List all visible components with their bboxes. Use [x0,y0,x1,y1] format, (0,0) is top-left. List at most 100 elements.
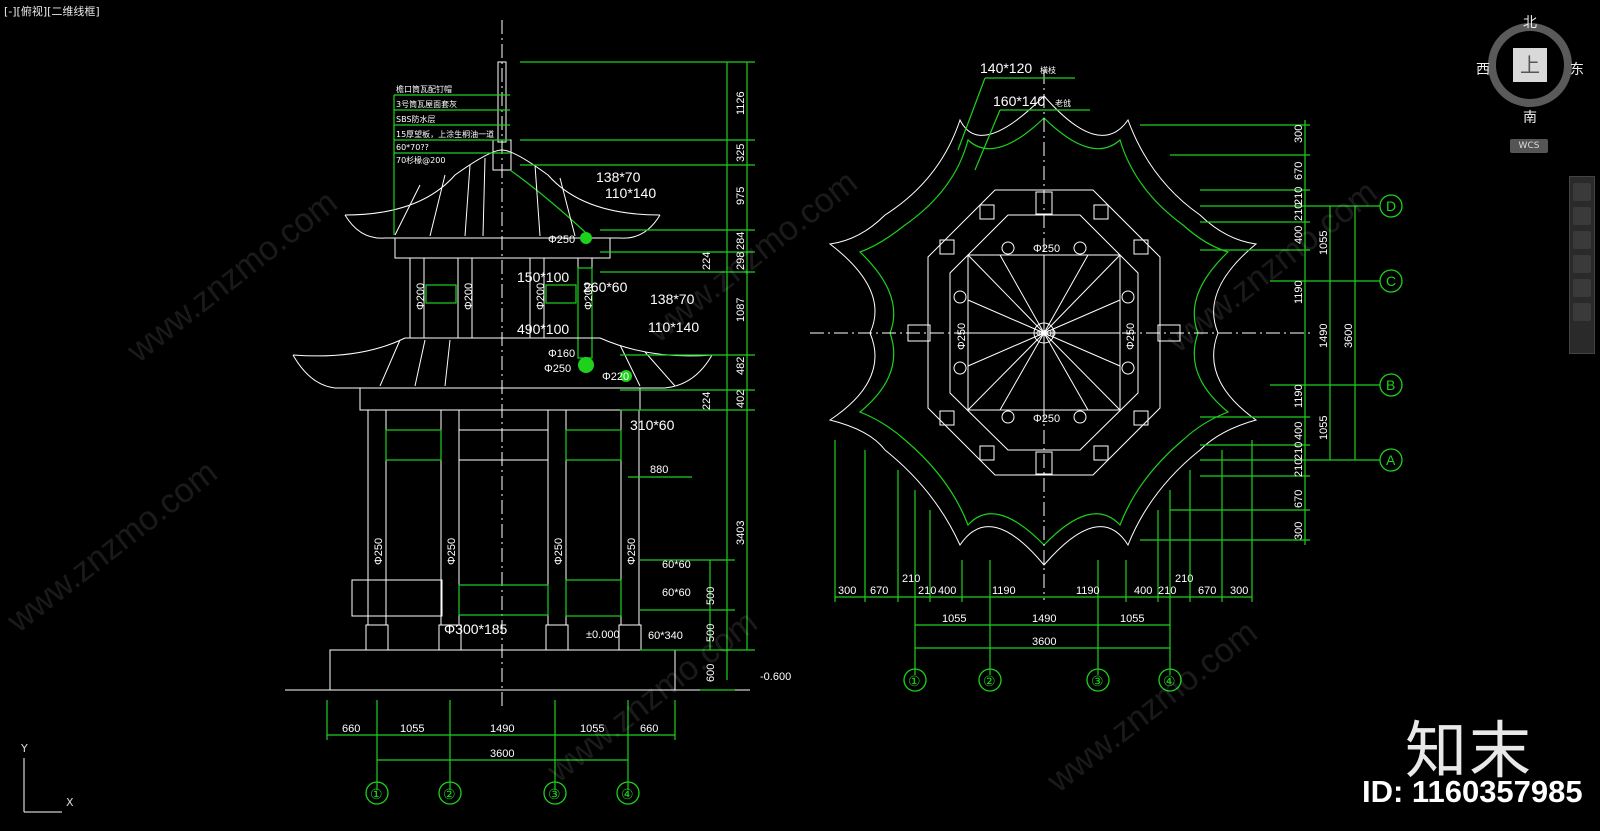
navbar-menu-icon[interactable] [1573,303,1591,321]
viewport-label[interactable]: [-][俯视][二维线框] [4,5,100,18]
diameter-label: Φ200 [463,283,475,310]
note-line: 3号筒瓦屋面套灰 [396,99,457,109]
axis-marker: B [1386,377,1395,393]
dim-label: 975 [735,187,747,205]
dim-label: 300 [838,585,856,597]
axis-marker: ③ [1091,673,1104,689]
dim-label: 210 [1293,459,1305,477]
diameter-label: Φ250 [1033,243,1060,255]
ucs-x-label: X [66,796,74,809]
dim-label: 224 [701,252,713,270]
elevation-vertical-dims: 1126 325 975 284 298 224 1087 482 402 22… [701,91,747,682]
diameter-label: Φ250 [446,538,458,565]
viewcube-south[interactable]: 南 [1523,110,1537,126]
note-line: 60*70?? [396,143,429,152]
dim-label: 210 [1293,187,1305,205]
viewcube-top-face[interactable]: 上 [1513,48,1547,82]
elevation-labels: 138*70 110*140 150*100 260*60 138*70 490… [373,169,791,683]
plan-drawing [810,70,1380,675]
axis-marker: ① [908,673,921,689]
axis-marker: ① [370,786,383,802]
dim-label: 298 [735,252,747,270]
plan-right-dims: 300 670 210 210 400 1190 1490 1190 400 2… [1293,125,1355,540]
member-label-sub: 橫枝 [1040,65,1056,75]
diameter-label: Φ200 [583,283,595,310]
dim-label: 210 [1293,203,1305,221]
viewcube[interactable]: 上 北 南 西 东 [1476,15,1584,126]
dim-label: 210 [1158,585,1176,597]
note-line: 15厚望板，上涂生桐油一道 [396,129,494,139]
member-label: 260*60 [583,279,628,295]
elevation-horizontal-dims: 660 1055 1490 1055 660 3600 [342,723,658,760]
dim-label: 1190 [1293,384,1305,408]
member-label: 60*60 [662,587,691,599]
watermark-logo: 知末 [1405,714,1534,787]
diameter-label: Φ250 [1125,323,1137,350]
dim-label: 402 [735,390,747,408]
orbit-icon[interactable] [1573,231,1591,249]
member-label: 150*100 [517,269,569,285]
member-label: 310*60 [630,417,675,433]
viewcube-ring[interactable] [1488,23,1572,107]
zoom-icon[interactable] [1573,207,1591,225]
dim-label: 670 [870,585,888,597]
member-label: 138*70 [596,169,641,185]
dim-label: 1087 [735,298,747,322]
dim-label: 210 [902,573,920,585]
dim-label: 880 [650,464,668,476]
dim-label: 400 [1293,226,1305,244]
member-label: 490*100 [517,321,569,337]
dim-label: 1055 [400,723,424,735]
elevation-minus: -0.600 [760,671,791,683]
base-label: Φ300*185 [444,621,508,637]
viewcube-north[interactable]: 北 [1523,15,1537,31]
member-label: 140*120 [980,60,1032,76]
axis-marker: A [1386,452,1396,468]
dim-label: 300 [1293,522,1305,540]
dim-label: 660 [342,723,360,735]
axis-marker: ③ [548,786,561,802]
dim-label: 400 [1134,585,1152,597]
dim-total: 3600 [490,748,514,760]
ucs-y-label: Y [21,742,28,755]
elevation-zero: ±0.000 [586,629,620,641]
plan-axis-markers: ① ② ③ ④ D C B A [903,194,1403,692]
pan-icon[interactable] [1573,183,1591,201]
diameter-label: Φ250 [373,538,385,565]
member-label: 60*340 [648,630,683,642]
viewcube-east[interactable]: 东 [1570,62,1584,78]
steering-wheel-icon[interactable] [1573,255,1591,273]
axis-marker: D [1386,198,1396,214]
diameter-label: Φ250 [553,538,565,565]
dim-label: 1126 [735,91,747,115]
note-line: 70杉椽@200 [396,155,445,165]
viewcube-west[interactable]: 西 [1476,62,1490,78]
navigation-bar[interactable] [1569,176,1595,354]
ucs-icon [23,758,62,813]
dim-label: 300 [1230,585,1248,597]
elevation-notes: 檐口筒瓦配钉帽 3号筒瓦屋面套灰 SBS防水层 15厚望板，上涂生桐油一道 60… [396,84,494,165]
axis-marker: ④ [1163,673,1176,689]
dim-total: 3600 [1343,324,1355,348]
dim-label: 284 [735,232,747,250]
dim-label: 1055 [1318,416,1330,440]
dim-label: 400 [1293,422,1305,440]
diameter-label: Φ200 [415,283,427,310]
dim-label: 670 [1198,585,1216,597]
plan-labels: 140*120 橫枝 160*140 老戗 Φ250 Φ250 Φ250 Φ25… [956,60,1137,425]
dim-label: 1490 [1318,324,1330,348]
dim-label: 224 [701,392,713,410]
member-label: 160*140 [993,93,1045,109]
axis-marker: ② [443,786,456,802]
dim-label: 600 [705,664,717,682]
diameter-label: Φ300 [1036,329,1056,338]
dim-label: 1190 [1076,585,1100,597]
dim-label: 1055 [580,723,604,735]
dim-label: 210 [1293,442,1305,460]
dim-label: 1055 [942,613,966,625]
wcs-menu-button[interactable]: WCS [1510,139,1548,153]
showmotion-icon[interactable] [1573,279,1591,297]
dim-label: 500 [705,587,717,605]
axis-marker: ② [983,673,996,689]
